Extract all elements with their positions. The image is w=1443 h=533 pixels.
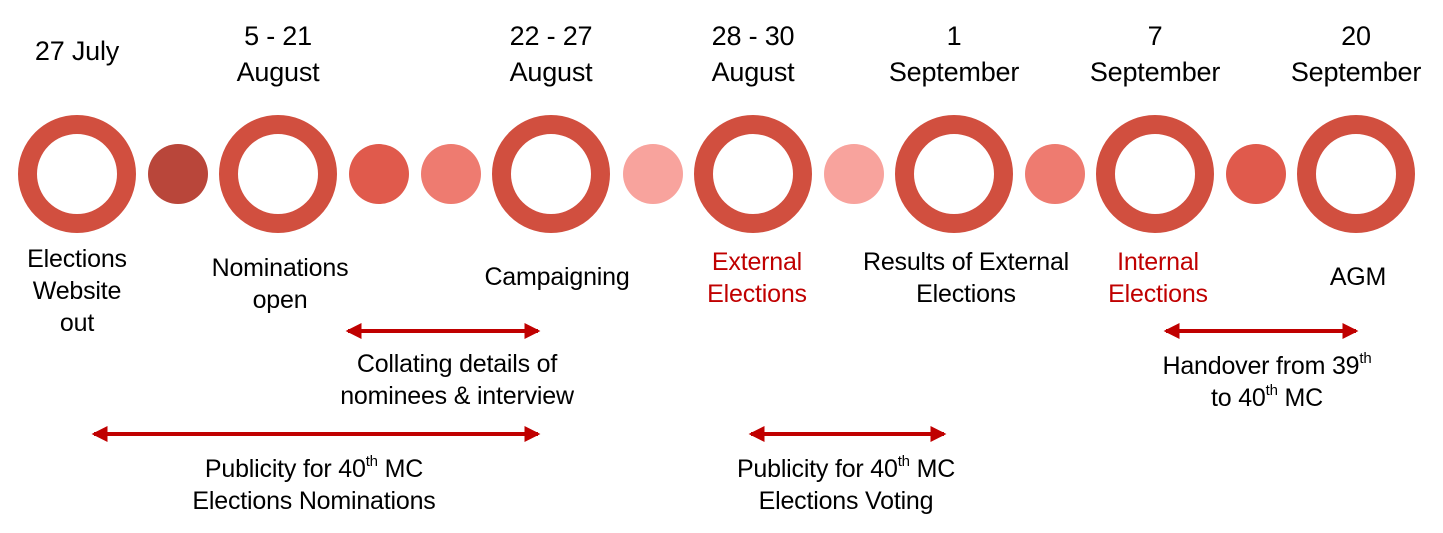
span-line: Handover from 39th [1162, 350, 1371, 382]
date-line: 1 [946, 21, 962, 51]
span-line: Publicity for 40th MC [737, 453, 955, 485]
connector-dot [623, 144, 683, 204]
span-text: MC [1277, 384, 1323, 412]
milestone-date: 22 - 27 August [510, 18, 593, 90]
label-line: Elections [27, 245, 127, 273]
milestone-date: 7 September [1090, 18, 1220, 90]
label-line: open [252, 286, 308, 314]
milestone-label: Elections Website out [27, 243, 127, 339]
date-line: 22 - 27 [509, 21, 593, 51]
span-line: to 40th MC [1162, 382, 1371, 414]
ordinal-suffix: th [1265, 381, 1278, 399]
span-text: MC [909, 455, 956, 483]
label-line: Website [32, 277, 122, 305]
connector-dot [1025, 144, 1085, 204]
label-line: Elections [707, 280, 807, 308]
date-text: 27 July [34, 36, 120, 66]
span-text: Handover from 39 [1162, 352, 1360, 380]
milestone-label-highlight: Internal Elections [1108, 246, 1208, 310]
label-line: Nominations [211, 254, 349, 282]
connector-dot [824, 144, 884, 204]
label-line: Elections [916, 280, 1016, 308]
label-line: out [59, 309, 95, 337]
connector-dot [421, 144, 481, 204]
ordinal-suffix: th [897, 452, 910, 470]
date-line: August [509, 57, 593, 87]
label-line: External [711, 248, 803, 276]
date-line: September [1290, 57, 1422, 87]
date-line: September [1089, 57, 1221, 87]
milestone-label: Nominations open [212, 252, 349, 316]
span-line: Elections Nominations [192, 487, 436, 515]
date-line: 20 [1341, 21, 1371, 51]
span-text: to 40 [1211, 384, 1266, 412]
publicity-nominations-label: Publicity for 40th MC Elections Nominati… [192, 453, 435, 517]
milestone-label: Results of External Elections [863, 246, 1069, 310]
span-text: Publicity for 40 [204, 455, 366, 483]
publicity-voting-label: Publicity for 40th MC Elections Voting [737, 453, 955, 517]
ordinal-suffix: th [365, 452, 378, 470]
date-line: September [888, 57, 1020, 87]
connector-dot [1226, 144, 1286, 204]
date-line: 7 [1147, 21, 1163, 51]
milestone-date: 1 September [889, 18, 1019, 90]
milestone-date: 27 July [35, 33, 119, 69]
label-line: Campaigning [484, 263, 630, 291]
span-text: MC [377, 455, 424, 483]
milestone-date: 20 September [1291, 18, 1421, 90]
connector-dot [148, 144, 208, 204]
span-line: Publicity for 40th MC [192, 453, 435, 485]
span-text: Publicity for 40 [736, 455, 898, 483]
span-line: Collating details of [356, 350, 558, 378]
label-line: Internal [1117, 248, 1199, 276]
ordinal-suffix: th [1359, 349, 1372, 367]
span-line: nominees & interview [340, 382, 574, 410]
date-line: August [236, 57, 320, 87]
date-line: 28 - 30 [711, 21, 795, 51]
milestone-date: 28 - 30 August [712, 18, 795, 90]
milestone-label: Campaigning [484, 261, 629, 293]
label-line: Elections [1108, 280, 1208, 308]
collating-label: Collating details of nominees & intervie… [340, 348, 574, 412]
date-line: August [711, 57, 795, 87]
label-line: AGM [1329, 263, 1387, 291]
connector-dot [349, 144, 409, 204]
span-line: Elections Voting [758, 487, 934, 515]
date-line: 5 - 21 [244, 21, 312, 51]
milestone-label-highlight: External Elections [707, 246, 807, 310]
milestone-date: 5 - 21 August [237, 18, 320, 90]
milestone-label: AGM [1329, 261, 1387, 293]
handover-label: Handover from 39th to 40th MC [1162, 350, 1371, 414]
label-line: Results of External [862, 248, 1070, 276]
